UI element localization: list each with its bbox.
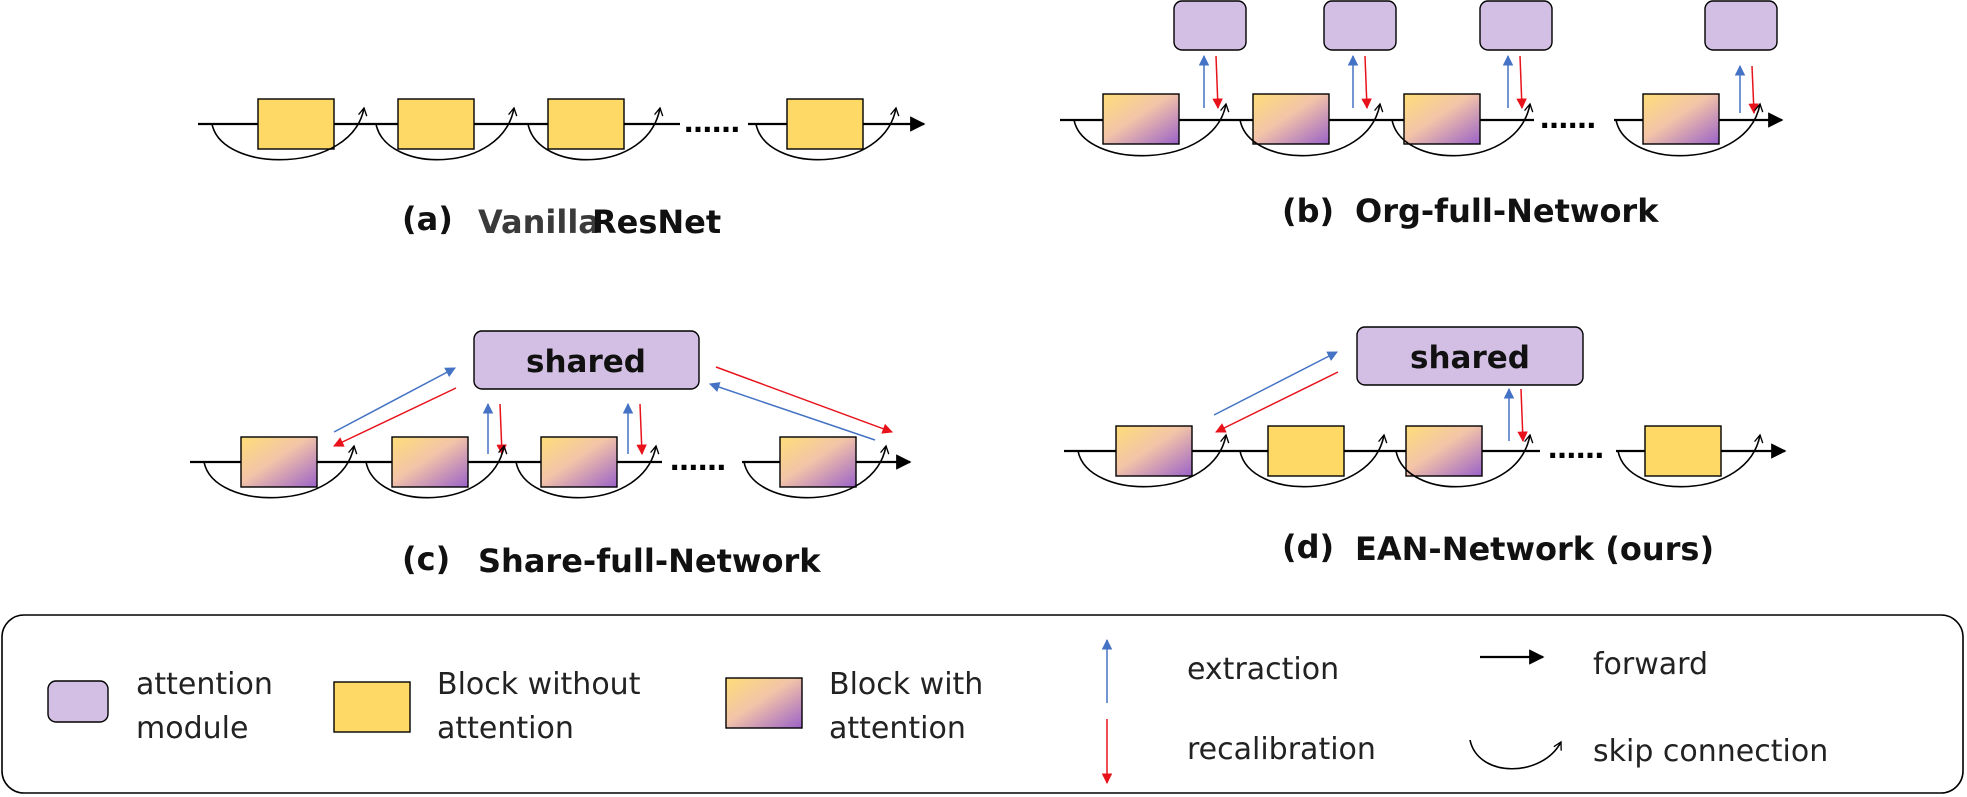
d-block-3 <box>1405 425 1483 477</box>
d-ellipsis: …… <box>1548 432 1604 465</box>
legend-block-without-swatch <box>333 681 411 733</box>
legend-attention-label-1: attention <box>136 667 273 702</box>
c-skip-2 <box>365 444 508 499</box>
legend-attention-module-swatch <box>47 680 109 723</box>
b-pair-3-recalibration-arrow <box>1516 55 1527 110</box>
c-extraction-arrow-left <box>333 367 456 433</box>
c-shared-label: shared <box>526 344 646 380</box>
a-skip-3 <box>527 106 664 161</box>
legend-block-without-label-2: attention <box>437 711 574 746</box>
c-skip-4 <box>743 444 890 499</box>
d-skip-1 <box>1077 433 1230 488</box>
legend-extraction-label: extraction <box>1187 652 1339 687</box>
b-skip-2 <box>1239 102 1384 157</box>
a-block-4 <box>786 98 864 150</box>
a-skip-4 <box>755 106 900 161</box>
d-caption-label: (d) <box>1282 528 1334 566</box>
c-pair-1-recalibration-arrow <box>496 403 507 456</box>
d-caption-title: EAN-Network (ours) <box>1355 530 1714 568</box>
b-block-3 <box>1403 93 1481 145</box>
c-block-2 <box>391 436 469 488</box>
a-ellipsis: …… <box>684 106 740 139</box>
a-block-1 <box>257 98 335 150</box>
a-caption-title-gray: Vanilla <box>478 203 600 241</box>
c-block-3 <box>540 436 618 488</box>
b-caption-label: (b) <box>1282 192 1334 230</box>
legend-block-with-label-2: attention <box>829 711 966 746</box>
legend-block-without-label-1: Block without <box>437 667 641 702</box>
d-skip-2 <box>1239 433 1388 488</box>
legend-skip-connection-icon <box>1469 739 1562 770</box>
a-caption-title: ResNet <box>592 203 721 241</box>
legend-recalibration-label: recalibration <box>1187 732 1376 767</box>
c-skip-3 <box>515 444 660 499</box>
b-block-2 <box>1252 93 1330 145</box>
d-pair-1-recalibration-arrow <box>1517 388 1528 443</box>
d-skip-4 <box>1617 433 1764 488</box>
b-caption-title: Org-full-Network <box>1355 192 1659 230</box>
b-ellipsis: …… <box>1540 102 1596 135</box>
d-recalibration-arrow <box>1215 371 1339 433</box>
d-shared-label: shared <box>1410 340 1530 376</box>
legend-block-with-swatch <box>725 677 803 729</box>
c-recalibration-arrow-right <box>715 366 893 434</box>
b-attention-module-1 <box>1173 0 1247 51</box>
d-block-1 <box>1115 425 1193 477</box>
b-block-4 <box>1642 93 1720 145</box>
c-caption-label: (c) <box>402 540 450 578</box>
c-block-4 <box>779 436 857 488</box>
c-extraction-arrow-right <box>709 382 876 441</box>
c-block-1 <box>240 436 318 488</box>
d-block-2 <box>1267 425 1345 477</box>
a-caption-label: (a) <box>402 200 453 238</box>
b-pair-4-recalibration-arrow <box>1748 65 1759 115</box>
c-caption-title: Share-full-Network <box>478 542 821 580</box>
c-recalibration-arrow-left <box>333 387 457 447</box>
d-shared-attention-module <box>1356 326 1584 386</box>
legend-forward-label: forward <box>1593 647 1708 682</box>
a-skip-2 <box>375 106 518 161</box>
b-attention-module-3 <box>1479 0 1553 51</box>
legend-attention-label-2: module <box>136 711 248 746</box>
d-block-4 <box>1644 425 1722 477</box>
b-block-1 <box>1102 93 1180 145</box>
legend-block-with-label-1: Block with <box>829 667 983 702</box>
c-pair-2-recalibration-arrow <box>636 403 647 456</box>
d-extraction-arrow <box>1213 351 1338 416</box>
a-block-2 <box>397 98 475 150</box>
b-attention-module-4 <box>1704 0 1778 51</box>
b-skip-4 <box>1615 102 1764 157</box>
b-pair-1-recalibration-arrow <box>1212 55 1223 110</box>
b-pair-2-recalibration-arrow <box>1361 55 1372 110</box>
legend-skip-label: skip connection <box>1593 734 1828 769</box>
b-attention-module-2 <box>1323 0 1397 51</box>
c-ellipsis: …… <box>670 444 726 477</box>
b-skip-3 <box>1391 102 1534 157</box>
a-block-3 <box>547 98 625 150</box>
a-skip-1 <box>211 106 368 161</box>
b-skip-1 <box>1073 102 1230 157</box>
d-skip-3 <box>1395 433 1534 488</box>
c-shared-attention-module <box>473 330 700 390</box>
c-skip-1 <box>203 444 358 499</box>
